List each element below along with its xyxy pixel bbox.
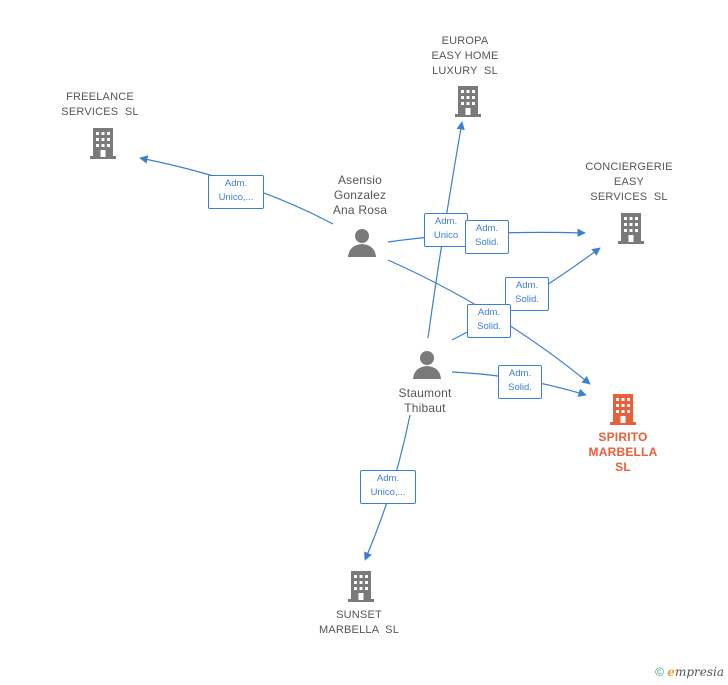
edge-label-line: Adm. <box>376 473 400 484</box>
edge-label-line: Adm. <box>515 280 539 291</box>
logo-initial: e <box>667 665 675 679</box>
label-line: MARBELLA <box>588 445 658 459</box>
label-line: EUROPA <box>441 35 489 47</box>
company-label-conciergerie[interactable]: CONCIERGERIE EASY SERVICES SL <box>574 160 684 205</box>
label-line: SL <box>615 460 631 474</box>
label-line: FREELANCE <box>66 91 134 103</box>
edge-label-staumont-sunset[interactable]: Adm. Unico,... <box>360 470 416 504</box>
edge-label-line: Unico,... <box>370 487 406 498</box>
label-line: EASY <box>613 176 645 188</box>
building-icon <box>348 571 374 602</box>
logo-text: mpresia <box>674 665 724 679</box>
copyright-footer: © empresia <box>655 665 724 679</box>
person-icon <box>413 351 441 379</box>
edge-label-line: Adm. <box>477 307 501 318</box>
edge-label-line: Adm. <box>434 216 458 227</box>
person-label-asensio[interactable]: Asensio Gonzalez Ana Rosa <box>305 173 415 218</box>
edge-label-asensio-freelance[interactable]: Adm. Unico,... <box>208 175 264 209</box>
edge-label-line: Unico,... <box>218 192 254 203</box>
building-icon <box>90 128 116 159</box>
edge-label-line: Solid. <box>515 294 539 305</box>
person-label-staumont[interactable]: Staumont Thibaut <box>370 386 480 416</box>
empresia-logo[interactable]: empresia <box>667 665 724 679</box>
edge-label-staumont-conciergerie[interactable]: Adm. Solid. <box>505 277 549 311</box>
label-line: SUNSET <box>336 609 382 621</box>
label-line: CONCIERGERIE <box>585 161 673 173</box>
label-line: Ana Rosa <box>332 203 388 217</box>
edge-label-line: Unico <box>433 230 459 241</box>
copyright-icon: © <box>655 665 664 679</box>
edge-label-staumont-europa[interactable]: Adm. Unico <box>424 213 468 247</box>
label-line: SPIRITO <box>598 430 648 444</box>
edge-label-line: Solid. <box>477 321 501 332</box>
label-line: MARBELLA SL <box>318 624 400 636</box>
edge-label-line: Adm. <box>224 178 248 189</box>
edge-label-asensio-conciergerie[interactable]: Adm. Solid. <box>465 220 509 254</box>
label-line: Thibaut <box>404 401 446 415</box>
label-line: SERVICES SL <box>61 106 139 118</box>
building-icon-main <box>610 394 636 425</box>
label-line: LUXURY SL <box>432 65 498 77</box>
person-icon <box>348 229 376 257</box>
edge-label-line: Adm. <box>508 368 532 379</box>
label-line: EASY HOME <box>431 50 499 62</box>
company-label-spirito[interactable]: SPIRITO MARBELLA SL <box>568 430 678 475</box>
label-line: Gonzalez <box>333 188 387 202</box>
company-label-sunset[interactable]: SUNSET MARBELLA SL <box>304 608 414 638</box>
label-line: Staumont <box>398 386 452 400</box>
edge-label-line: Solid. <box>475 237 499 248</box>
edge-label-staumont-spirito[interactable]: Adm. Solid. <box>498 365 542 399</box>
edge-label-asensio-spirito[interactable]: Adm. Solid. <box>467 304 511 338</box>
edge-label-line: Adm. <box>475 223 499 234</box>
company-label-europa[interactable]: EUROPA EASY HOME LUXURY SL <box>410 34 520 79</box>
company-label-freelance[interactable]: FREELANCE SERVICES SL <box>45 90 155 120</box>
building-icon <box>618 213 644 244</box>
edge-label-line: Solid. <box>508 382 532 393</box>
building-icon <box>455 86 481 117</box>
label-line: SERVICES SL <box>590 191 668 203</box>
label-line: Asensio <box>337 173 383 187</box>
